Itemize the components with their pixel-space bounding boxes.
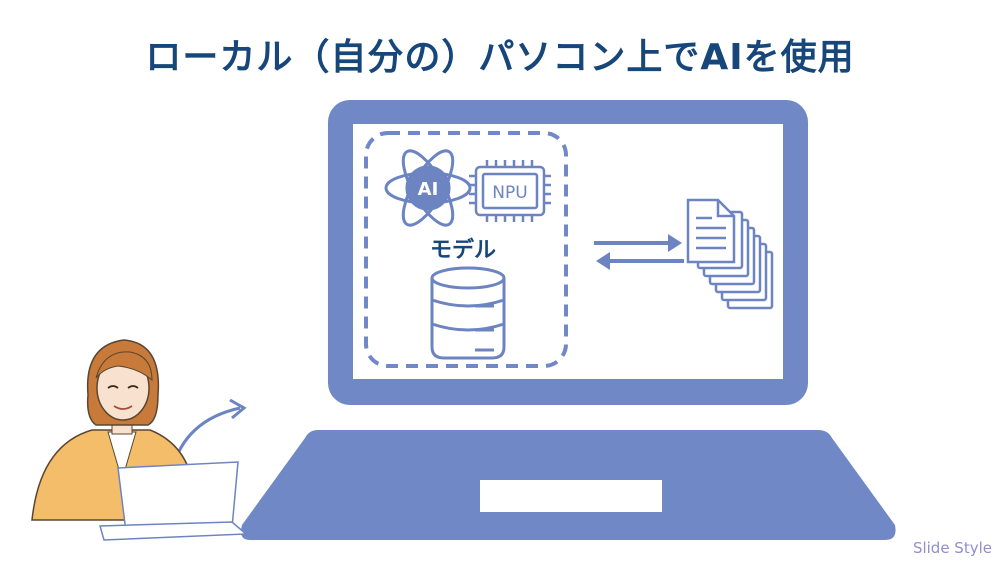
model-label: モデル: [430, 237, 496, 263]
npu-chip-icon: [469, 160, 551, 222]
laptop-illustration: [241, 100, 896, 540]
ai-badge: AI: [418, 179, 439, 200]
page-title: ローカル（自分の）パソコン上でAIを使用: [145, 37, 855, 78]
exchange-arrows-icon: [594, 234, 684, 270]
npu-label: NPU: [492, 183, 527, 203]
person-illustration: [31, 339, 248, 541]
database-icon: [430, 266, 506, 360]
ai-atom-icon: [384, 149, 472, 227]
laptop-trackpad: [480, 480, 662, 512]
watermark-text: Slide Style: [912, 539, 992, 557]
model-container: [364, 131, 568, 368]
documents-stack-icon: [686, 198, 774, 310]
